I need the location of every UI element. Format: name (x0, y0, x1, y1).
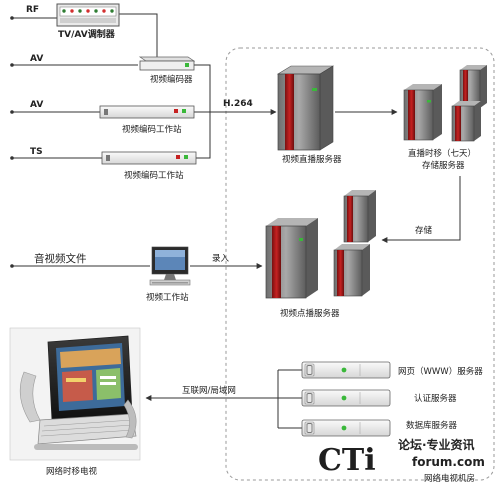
timeshift-server-label-line1: 直播时移（七天） (408, 148, 476, 159)
web-server-label: 网页（WWW）服务器 (398, 366, 483, 377)
storage-label: 存储 (415, 225, 433, 236)
ts-label: TS (30, 147, 43, 157)
encoder-workstation-1 (99, 105, 195, 119)
video-workstation-label: 视频工作站 (146, 292, 189, 303)
watermark-brand: CTi (318, 443, 376, 478)
storage-link (381, 176, 461, 243)
encoder-workstation-2-label: 视频编码工作站 (124, 170, 184, 181)
ts-terminal (10, 156, 14, 160)
network-label: 互联网/局域网 (182, 385, 236, 396)
watermark-forum-url: forum.com (412, 455, 485, 469)
av2-label: AV (30, 100, 43, 110)
media-file-label: 音视频文件 (34, 252, 87, 265)
cti-watermark: CTi 论坛·专业资讯 forum.com (318, 437, 485, 478)
input-lines (12, 13, 211, 267)
video-encoder-device (138, 56, 196, 71)
media-file-terminal (10, 264, 14, 268)
video-encoder-label: 视频编码器 (150, 74, 193, 85)
encoder-workstation-1-label: 视频编码工作站 (122, 124, 182, 135)
timeshift-server-group (403, 65, 487, 142)
live-server-icon (276, 65, 335, 151)
modulator-label: TV/AV调制器 (58, 28, 116, 40)
db-server-label: 数据库服务器 (406, 420, 458, 431)
encoder-workstation-2 (101, 151, 197, 165)
rf-terminal (10, 16, 14, 20)
vod-server-group (265, 190, 376, 299)
record-label: 录入 (212, 254, 230, 264)
video-workstation-icon (149, 246, 191, 286)
terminal-picture (9, 327, 141, 461)
av1-terminal (10, 63, 14, 67)
h264-label: H.264 (223, 99, 253, 109)
web-server-icon (301, 361, 391, 379)
modulator-device (56, 3, 120, 27)
room-label: 网络电视机房 (424, 473, 475, 484)
watermark-forum-cn: 论坛·专业资讯 (398, 437, 475, 452)
auth-server-icon (301, 389, 391, 407)
rf-label: RF (26, 5, 39, 15)
auth-server-label: 认证服务器 (414, 393, 457, 404)
db-server-icon (301, 419, 391, 437)
av2-terminal (10, 110, 14, 114)
vod-server-label: 视频点播服务器 (280, 308, 340, 319)
machine-room-boundary (225, 47, 495, 481)
av1-label: AV (30, 54, 43, 64)
live-server-label: 视频直播服务器 (282, 154, 342, 165)
timeshift-server-label-line2: 存储服务器 (422, 160, 465, 171)
network-links (277, 369, 302, 429)
terminal-label: 网络时移电视 (46, 466, 98, 477)
